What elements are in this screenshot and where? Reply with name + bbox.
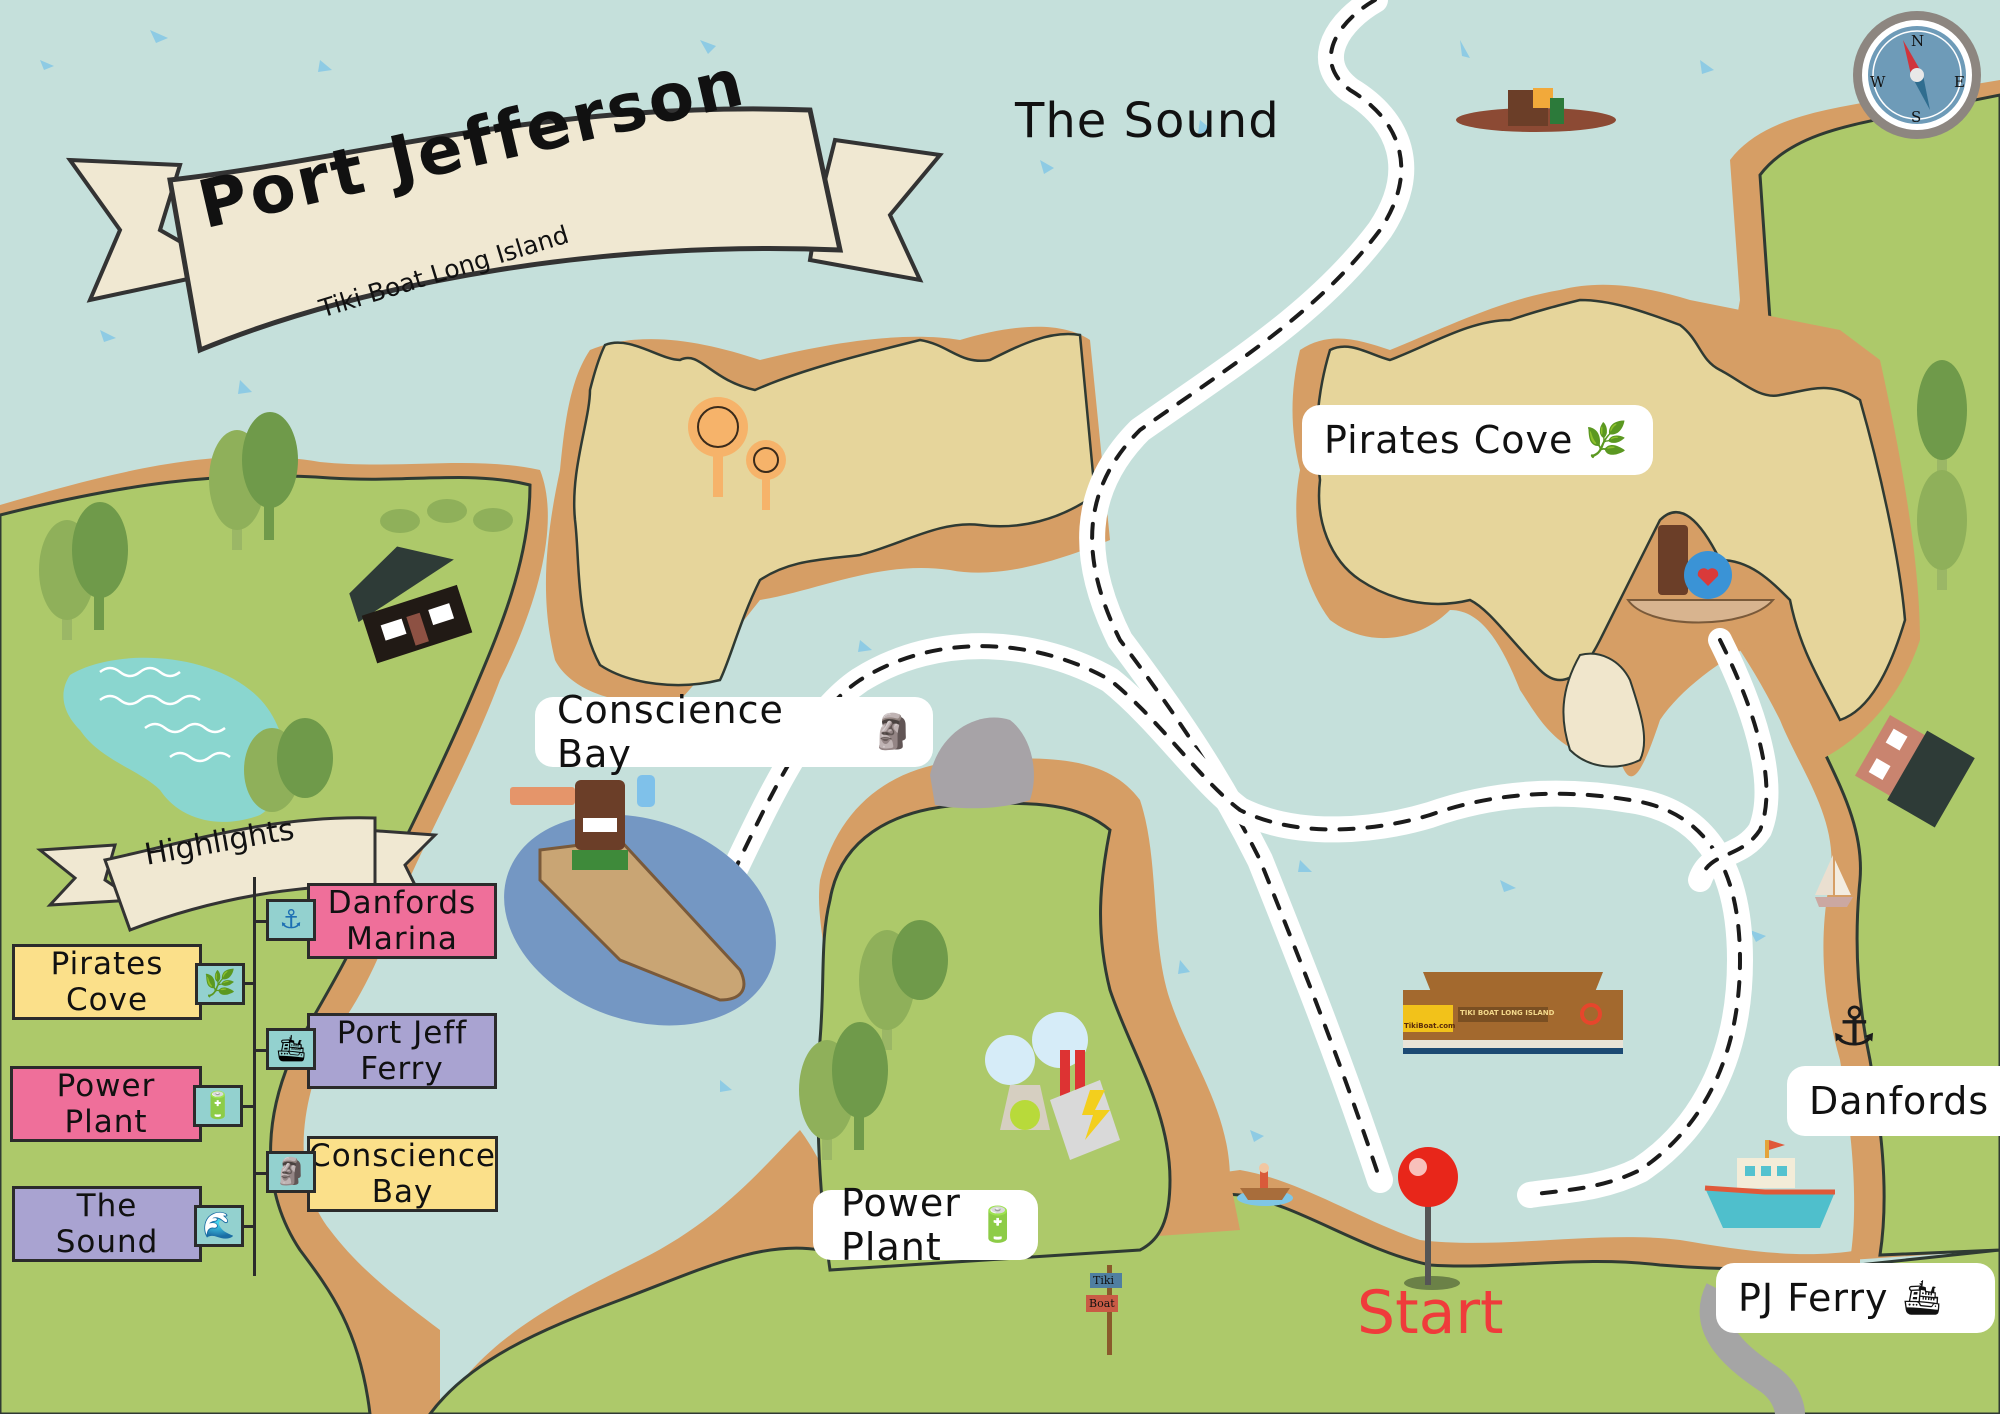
wave-icon: 🌊 bbox=[194, 1205, 244, 1247]
highlight-danfords-marina[interactable]: Danfords Marina bbox=[307, 883, 497, 959]
place-label-text: Conscience Bay bbox=[557, 688, 784, 776]
sailboat bbox=[1815, 855, 1853, 907]
ferry-ship bbox=[1704, 1140, 1835, 1228]
timeline-tick bbox=[254, 1049, 268, 1052]
timeline-tick bbox=[254, 920, 268, 923]
timeline-tick bbox=[254, 1172, 268, 1175]
place-label-text: PJ Ferry bbox=[1738, 1276, 1889, 1320]
compass-west: W bbox=[1870, 73, 1886, 91]
place-label-danfords[interactable]: Danfords bbox=[1787, 1066, 2000, 1136]
title-banner bbox=[65, 106, 944, 354]
place-label-text: Pirates Cove bbox=[1324, 418, 1574, 462]
herb-icon: 🌿 bbox=[1585, 420, 1629, 460]
orange-trees bbox=[688, 397, 786, 510]
herb-icon: 🌿 bbox=[195, 963, 245, 1005]
timeline-tick bbox=[244, 1225, 255, 1228]
fishing-boat bbox=[1237, 1163, 1293, 1206]
signpost-top: Tiki bbox=[1090, 1273, 1123, 1288]
tiki-boat-signpost: Tiki Boat bbox=[1086, 1265, 1130, 1355]
timeline-tick bbox=[244, 982, 255, 985]
timeline-tick bbox=[243, 1105, 255, 1108]
ferry-icon: 🛳 bbox=[266, 1028, 316, 1070]
highlight-power-plant[interactable]: Power Plant bbox=[10, 1066, 202, 1142]
tour-boat-banner: TIKI BOAT LONG ISLAND bbox=[1460, 1009, 1555, 1017]
highlights-banner bbox=[36, 816, 439, 932]
anchor-icon: ⚓ bbox=[1830, 995, 1879, 1058]
tour-boat-website: TikiBoat.com bbox=[1404, 1022, 1456, 1030]
highlight-conscience-bay[interactable]: Conscience Bay bbox=[307, 1136, 498, 1212]
start-pin-icon bbox=[1398, 1147, 1460, 1290]
compass-east: E bbox=[1954, 73, 1965, 91]
tiki-surfboard bbox=[1456, 88, 1616, 132]
bushes bbox=[380, 499, 513, 533]
highlight-pirates-cove[interactable]: Pirates Cove bbox=[12, 944, 202, 1020]
highlight-the-sound[interactable]: The Sound bbox=[12, 1186, 202, 1262]
place-label-pj-ferry[interactable]: PJ Ferry 🛳 bbox=[1716, 1263, 1995, 1333]
compass-south: S bbox=[1911, 108, 1922, 126]
sand-islet bbox=[1562, 652, 1646, 768]
compass-north: N bbox=[1911, 32, 1925, 50]
moai-icon: 🗿 bbox=[266, 1151, 316, 1193]
compass-rose-icon bbox=[1853, 11, 1981, 139]
tree-cluster-west bbox=[39, 360, 1967, 1160]
rock bbox=[930, 717, 1034, 809]
moai-icon: 🗿 bbox=[871, 712, 915, 752]
compass-letters: N E S W bbox=[1853, 11, 1981, 139]
tour-route bbox=[707, 0, 1779, 1208]
rating-stars bbox=[510, 787, 575, 805]
ferry-icon: 🛳 bbox=[1900, 1278, 1945, 1318]
highlight-port-jeff-ferry[interactable]: Port Jeff Ferry bbox=[307, 1013, 497, 1089]
signpost-bottom: Boat bbox=[1086, 1295, 1118, 1312]
battery-icon: 🔋 bbox=[976, 1205, 1020, 1245]
tiki-tour-boat bbox=[1403, 972, 1623, 1054]
sea-label-the-sound: The Sound bbox=[1015, 93, 1280, 149]
place-label-text: Power Plant bbox=[841, 1181, 961, 1269]
place-label-conscience-bay[interactable]: Conscience Bay 🗿 bbox=[535, 688, 933, 776]
anchor-icon: ⚓ bbox=[266, 899, 316, 941]
pond-waves bbox=[99, 666, 231, 763]
start-label[interactable]: Start bbox=[1357, 1278, 1504, 1348]
tiki-selfie bbox=[572, 775, 655, 870]
cabin-west bbox=[349, 546, 473, 664]
rowboat bbox=[538, 838, 746, 1002]
house-east bbox=[1855, 715, 1975, 828]
place-label-pirates-cove[interactable]: Pirates Cove 🌿 bbox=[1302, 405, 1653, 475]
battery-icon: 🔋 bbox=[193, 1085, 243, 1127]
highlights-timeline-line bbox=[253, 877, 256, 1276]
place-label-power-plant[interactable]: Power Plant 🔋 bbox=[813, 1181, 1038, 1269]
place-label-text: Danfords bbox=[1809, 1079, 1990, 1123]
road bbox=[1699, 1283, 1805, 1414]
tiki-globe-boat bbox=[1626, 525, 1776, 624]
power-plant bbox=[985, 1012, 1120, 1160]
